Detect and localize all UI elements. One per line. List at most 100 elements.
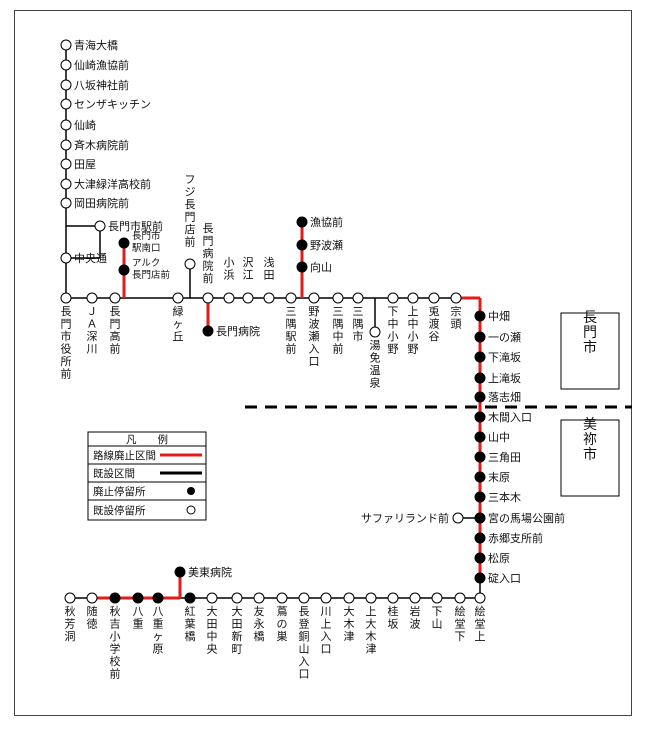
stop-marker-kima_iri — [474, 411, 486, 423]
stop-label-shimotakizaka: 下滝坂 — [488, 351, 521, 364]
stop-label-edoue: 絵堂上 — [475, 604, 486, 643]
stop-label-s8: 大津緑洋高校前 — [74, 177, 151, 191]
stop-marker-iwanami — [409, 592, 421, 604]
stop-label-mukaiyama: 向山 — [310, 260, 332, 274]
stop-marker-s8 — [60, 178, 72, 190]
stop-label-zuitoku: 随徳 — [87, 604, 98, 631]
stop-marker-s4 — [60, 98, 72, 110]
stop-marker-fuji — [184, 258, 196, 270]
stop-marker-kohama — [223, 292, 235, 304]
stop-label-yumen: 湯免温泉 — [370, 339, 381, 390]
stop-label-akiyoshido: 秋芳洞 — [65, 604, 76, 643]
stop-marker-usuiriguchi — [474, 572, 486, 584]
stop-label-nagadou: 長登銅山入口 — [299, 605, 310, 681]
stop-marker-misumi_eki — [285, 292, 297, 304]
legend-existing-section: 既設区間 — [93, 467, 135, 480]
stop-label-yaegahara: 八重ヶ原 — [153, 605, 164, 656]
stop-marker-gyokyo — [296, 216, 308, 228]
stop-marker-suehara — [474, 471, 486, 483]
stop-label-ekiminami: 駅南口 — [132, 242, 161, 254]
stop-marker-yumen — [369, 326, 381, 338]
city-label-nagato: 長門市 — [583, 310, 597, 356]
stop-label-oota_shinmachi: 大田新町 — [232, 604, 243, 656]
stop-marker-midorigaoka — [172, 292, 184, 304]
stop-label-hosp_mae: 長門病院前 — [203, 222, 214, 285]
stop-marker-s9 — [60, 197, 72, 209]
stop-label-matsubara: 松原 — [488, 551, 510, 565]
stop-marker-nagato_hosp — [202, 325, 214, 337]
stop-marker-munegashira — [450, 292, 462, 304]
stop-label-tonoto: 兎渡谷 — [429, 305, 440, 343]
stop-label-s1: 青海大橋 — [74, 38, 118, 52]
stop-marker-s5 — [60, 119, 72, 131]
stop-label-s5: 仙崎 — [74, 118, 96, 132]
stop-label-kohama: 小浜 — [224, 256, 235, 282]
stop-label-oota_chuo: 大田中央 — [207, 604, 218, 656]
stop-marker-tonoto — [428, 292, 440, 304]
stop-label-s7: 田屋 — [74, 158, 96, 171]
stop-marker-ekiminami — [118, 237, 130, 249]
stop-label-fuji: フジ長門店前 — [185, 173, 196, 249]
stop-marker-misumi_naka — [332, 292, 344, 304]
stop-label-ichinose: 一の瀬 — [488, 330, 521, 344]
stop-label-tomonaga: 友永橋 — [254, 604, 265, 643]
stop-label-safari: サファリランド前 — [361, 511, 449, 525]
city-box-mine — [560, 419, 620, 497]
stop-marker-mukaiyama — [296, 261, 308, 273]
stop-marker-nagadou — [298, 592, 310, 604]
stop-label-misumi_shi: 三隅市 — [353, 305, 364, 343]
stop-labels: 青海大橋仙崎漁協前八坂神社前センザキッチン仙崎斉木病院前田屋大津緑洋高校前岡田病… — [61, 38, 566, 681]
stop-label-misumi_eki: 三隅駅前 — [286, 305, 297, 356]
stop-label-edoshita: 絵堂下 — [455, 604, 466, 643]
stop-marker-asada — [263, 292, 275, 304]
stop-marker-edoue — [474, 592, 486, 604]
stop-marker-katsurazaka — [387, 592, 399, 604]
stop-marker-kamiootsu — [365, 592, 377, 604]
stop-label-usuiriguchi: 碇入口 — [488, 571, 521, 585]
city-label-mine: 美祢市 — [583, 417, 597, 463]
stop-marker-oota_shinmachi — [231, 592, 243, 604]
stop-label-aruku: アルク — [132, 258, 160, 269]
stop-marker-oota_chuo — [206, 592, 218, 604]
stop-label-katsurazaka: 桂坂 — [388, 604, 399, 631]
stop-marker-nagato_station — [94, 220, 106, 232]
stop-label-akiyoshi_es: 秋吉小学校前 — [110, 604, 121, 681]
stop-marker-nagato_hs — [109, 292, 121, 304]
city-box-nagato — [560, 312, 620, 390]
legend-abolished-section: 路線廃止区間 — [93, 449, 156, 462]
stop-label-mito_hosp: 美東病院 — [188, 565, 232, 579]
stop-label-ochishibata: 落志畑 — [488, 391, 521, 404]
stop-marker-s7 — [60, 158, 72, 170]
stop-label-misumida: 三角田 — [488, 451, 521, 464]
stop-marker-s1 — [60, 39, 72, 51]
stop-marker-tomonaga — [253, 592, 265, 604]
stop-marker-s2 — [60, 59, 72, 71]
stop-label-chuodori: 中央通 — [74, 252, 107, 265]
stop-marker-safari — [452, 512, 464, 524]
stop-marker-nobase_iri — [308, 292, 320, 304]
stop-label-nobase_iri: 野波瀬入口 — [309, 305, 320, 368]
stop-label-s9: 岡田病院前 — [74, 196, 129, 210]
stop-marker-shimonakaono — [387, 292, 399, 304]
stop-marker-akiyoshi_es — [109, 592, 121, 604]
stop-marker-s3 — [60, 79, 72, 91]
stop-label-ja: ＪＡ深川 — [87, 305, 98, 356]
stop-label-s6: 斉木病院前 — [74, 138, 129, 152]
stop-marker-sanbongi — [474, 491, 486, 503]
stop-marker-shimoyama — [431, 592, 443, 604]
stop-marker-nobase — [296, 239, 308, 251]
stop-marker-misumi_shi — [352, 292, 364, 304]
stop-label-shimoyama: 下山 — [432, 605, 443, 631]
stop-marker-kaminakaono — [407, 292, 419, 304]
stop-marker-shimotakizaka — [474, 351, 486, 363]
stop-marker-tsuta — [276, 592, 288, 604]
stop-marker-akiyoshido — [64, 592, 76, 604]
stop-marker-koyobashi — [184, 592, 196, 604]
stop-marker-ichinose — [474, 331, 486, 343]
legend: 凡 例 路線廃止区間 既設区間 廃止停留所 既設停留所 — [87, 431, 207, 521]
stop-marker-zuitoku — [86, 592, 98, 604]
stop-label-tsuta: 蔦の巣 — [277, 605, 288, 643]
stop-label-nagato_station: 長門市駅前 — [108, 219, 163, 233]
stop-label-yamanaka: 山中 — [488, 431, 510, 444]
stop-label-nagato_hs: 長門高前 — [110, 305, 121, 356]
